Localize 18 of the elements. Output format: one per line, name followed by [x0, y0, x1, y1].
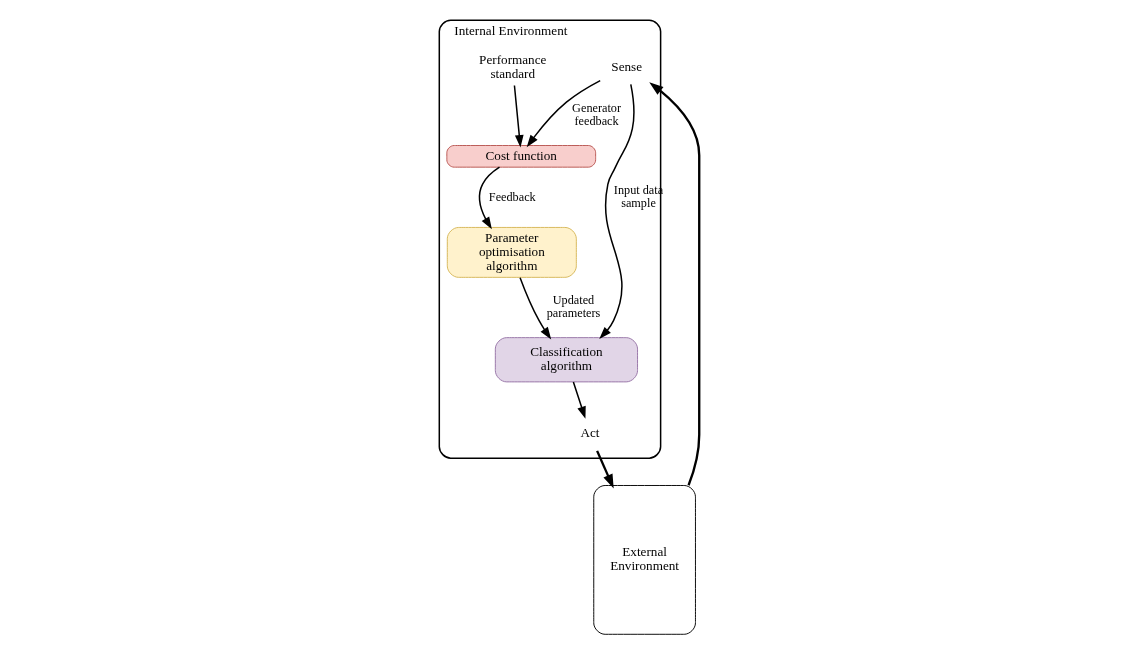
edge-label: Generator feedback — [571, 100, 621, 129]
edge-label: Updated parameters — [546, 293, 600, 321]
node-text: Performance standard — [478, 51, 546, 81]
arrow — [598, 83, 635, 339]
node-box: Cost function — [445, 145, 596, 168]
node-box: Parameter optimisation algorithm — [446, 226, 577, 278]
node-text: Act — [579, 425, 599, 441]
arrow — [526, 79, 601, 148]
arrow — [513, 84, 524, 148]
node-box: External Environment — [592, 485, 696, 635]
node-text: Sense — [610, 58, 642, 74]
arrow — [648, 82, 700, 486]
arrow — [595, 450, 614, 489]
arrow — [478, 166, 500, 230]
edge-label: Feedback — [488, 189, 536, 204]
node-box: Classification algorithm — [494, 337, 638, 383]
arrow — [518, 276, 551, 340]
arrow — [572, 381, 586, 419]
